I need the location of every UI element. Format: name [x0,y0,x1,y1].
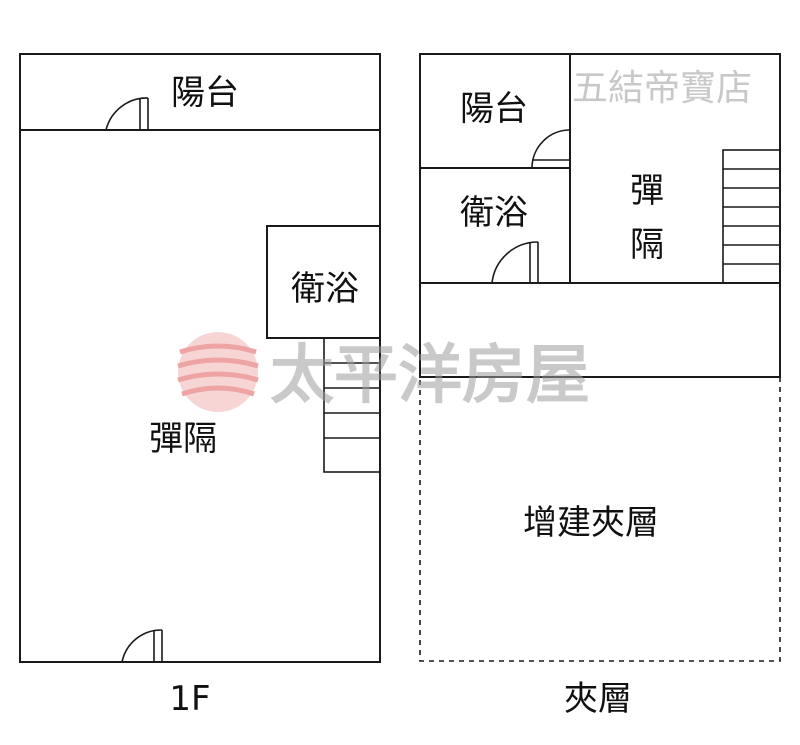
mezz-bathroom-door [491,241,539,284]
mezz-room-label-line2: 隔 [630,225,664,265]
mezz-balcony-label: 陽台 [460,89,528,129]
1f-entrance-door [121,629,163,663]
floor-mezzanine: 陽台 衛浴 彈 隔 增建夾層 夾層 [419,53,781,719]
brand-watermark-text: 太平洋房屋 [270,338,590,413]
1f-balcony-door [105,97,149,131]
1f-bathroom-label: 衛浴 [291,269,359,309]
mezz-added-area-wall [419,376,781,662]
mezz-bathroom-label: 衛浴 [460,193,528,233]
store-watermark: 五結帝寶店 [572,68,752,109]
brand-watermark [177,332,259,412]
1f-stairs [323,337,381,473]
1f-balcony-label: 陽台 [171,73,239,113]
1f-caption: 1F [169,679,210,719]
mezz-room-label-line1: 彈 [630,171,664,211]
mezz-added-area-label: 增建夾層 [523,503,659,543]
mezz-stairs [722,149,781,284]
mezz-balcony-door [531,129,571,169]
1f-main-room-label: 彈隔 [149,419,217,459]
brand-logo-icon [177,332,259,412]
mezz-caption: 夾層 [564,679,632,719]
floor-1f: 陽台 衛浴 彈隔 1F [19,53,381,719]
